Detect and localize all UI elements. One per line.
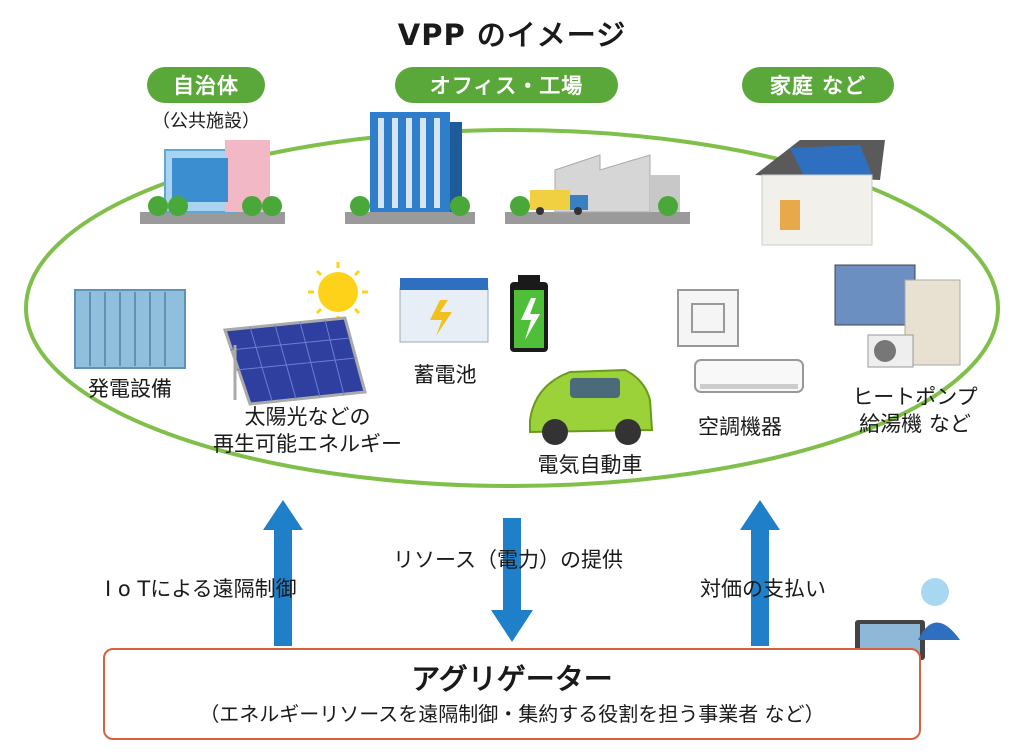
- diagram-title: VPP のイメージ: [397, 18, 627, 52]
- label-renewable-line2: 再生可能エネルギー: [213, 432, 402, 456]
- label-heatpump-line2: 給湯機 など: [859, 412, 971, 436]
- flow-iot-label: I o Tによる遠隔制御: [105, 577, 297, 601]
- arrow-up-payment: [740, 500, 780, 646]
- factory-icon: [505, 154, 690, 224]
- solar-panel-icon: [222, 316, 367, 406]
- arrow-down-resource: [491, 518, 533, 642]
- category-municipality-pill: 自治体: [147, 67, 265, 103]
- aggregator-description: （エネルギーリソースを遠隔制御・集約する役割を担う事業者 など）: [199, 702, 825, 726]
- house-icon: [755, 140, 885, 246]
- aggregator-title: アグリゲーター: [411, 662, 613, 696]
- vpp-boundary-ellipse: [24, 128, 1000, 488]
- municipality-building-icon: [140, 140, 285, 224]
- label-renewable-line1: 太陽光などの: [244, 405, 371, 429]
- sun-icon: [308, 262, 368, 322]
- label-heatpump-line1: ヒートポンプ: [852, 385, 978, 409]
- category-office-pill: オフィス・工場: [395, 67, 618, 103]
- arrow-up-iot: [263, 500, 303, 646]
- flow-payment-label: 対価の支払い: [700, 577, 826, 601]
- category-home-pill: 家庭 など: [742, 67, 894, 103]
- wall-ac-icon: [694, 359, 804, 393]
- aggregator-box: [103, 648, 921, 740]
- label-aircon: 空調機器: [698, 415, 782, 439]
- label-battery: 蓄電池: [413, 363, 477, 387]
- flow-resource-label: リソース（電力）の提供: [393, 548, 623, 572]
- battery-box-icon: [399, 278, 489, 343]
- ceiling-ac-icon: [677, 289, 739, 347]
- label-generator: 発電設備: [88, 377, 172, 401]
- battery-cell-icon: [510, 275, 548, 352]
- generator-icon: [74, 289, 186, 369]
- category-municipality-sub: （公共施設）: [152, 111, 260, 132]
- heat-pump-icon: [834, 264, 961, 368]
- label-ev: 電気自動車: [537, 453, 643, 477]
- electric-car-icon: [529, 368, 654, 445]
- office-building-icon: [345, 112, 475, 224]
